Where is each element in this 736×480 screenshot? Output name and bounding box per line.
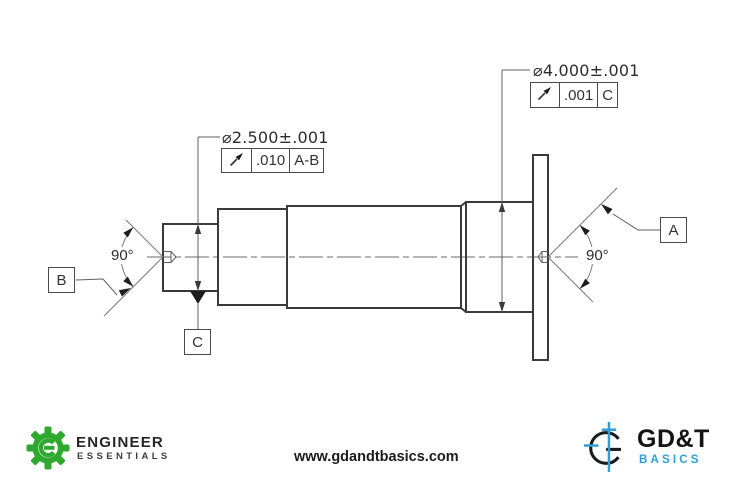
large-diameter-fcf: .001 C xyxy=(530,82,619,108)
datum-c-triangle xyxy=(190,291,206,329)
gdt-basics-logo xyxy=(584,420,632,479)
fcf-symbol-cell xyxy=(222,149,251,172)
angle-label-right: 90° xyxy=(583,247,612,264)
circular-runout-icon xyxy=(535,83,555,107)
fcf-datum-cell: C xyxy=(597,83,617,107)
datum-b-box: B xyxy=(48,267,75,293)
datum-c-box: C xyxy=(184,329,211,355)
gdt-basics-name: GD&T xyxy=(637,425,710,453)
engineer-essentials-logo xyxy=(26,426,70,475)
center-drill-left xyxy=(163,251,177,263)
angle-right xyxy=(547,187,618,303)
center-drill-right xyxy=(537,251,548,263)
angle-label-left: 90° xyxy=(108,247,137,264)
website-url: www.gdandtbasics.com xyxy=(294,449,459,465)
fcf-datum-cell: A-B xyxy=(289,149,323,172)
datum-b-leader xyxy=(75,278,131,297)
engineer-essentials-name: ENGINEER xyxy=(76,434,164,451)
circular-runout-icon xyxy=(227,149,247,173)
small-diameter-dimension-text: ⌀2.500±.001 xyxy=(222,128,329,147)
datum-a-box: A xyxy=(660,217,687,243)
fcf-symbol-cell xyxy=(531,83,559,107)
gdt-basics-sub: BASICS xyxy=(639,454,702,466)
small-diameter-fcf: .010 A-B xyxy=(221,148,325,173)
dim-small-diameter xyxy=(194,136,220,291)
fcf-tolerance-cell: .001 xyxy=(559,83,597,107)
fcf-tolerance-cell: .010 xyxy=(251,149,289,172)
gear-icon xyxy=(26,426,70,475)
dim-large-diameter xyxy=(498,69,530,312)
large-diameter-dimension-text: ⌀4.000±.001 xyxy=(533,61,640,80)
angle-left xyxy=(103,219,164,317)
engineer-essentials-sub: ESSENTIALS xyxy=(77,451,171,462)
datum-a-leader xyxy=(601,204,660,231)
position-target-icon xyxy=(584,420,632,479)
